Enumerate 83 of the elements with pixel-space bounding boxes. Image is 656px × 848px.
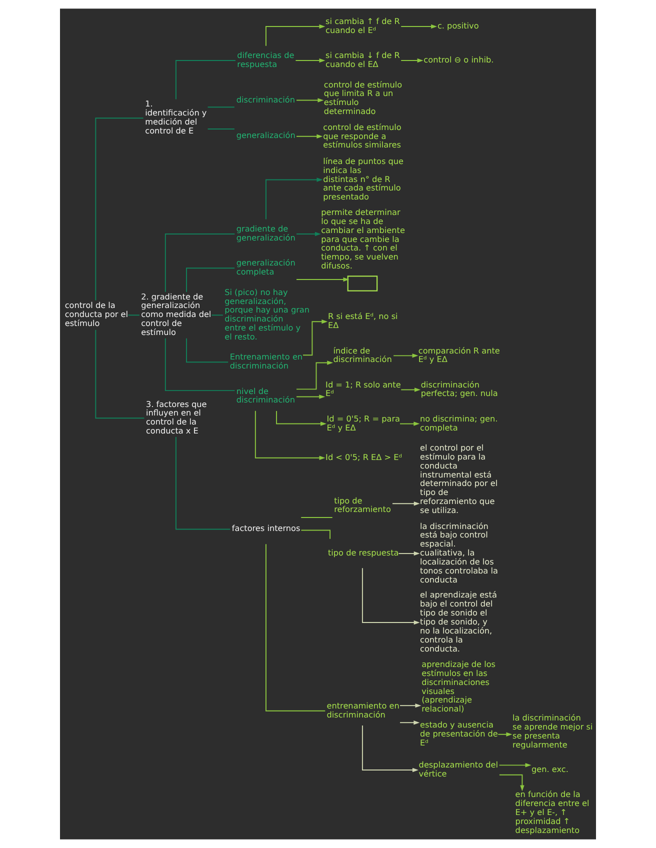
arrow [296,98,324,102]
node-text: Id < 0'5; R EΔ > Eᵈ [326,452,402,462]
arrow [265,24,326,46]
node-text: Entrenamiento en discriminación [230,352,303,371]
node-text: control ⊖ o inhib. [424,54,494,65]
node-text: control de estímulo que responde a estímulos similares [323,122,402,150]
node-text: si cambia ↓ f de R cuando el EΔ [326,50,400,70]
node-text: gradiente de generalización [236,224,296,243]
connector [186,268,236,292]
node-text: nivel de discriminación [236,386,296,405]
arrow [296,360,334,390]
connector [300,516,333,518]
node-text: Si (pico) no hay generalización, porque hay una gran discriminación entre el estímulo y el resto. [224,286,310,342]
node-text: factores internos [232,523,300,534]
connector [175,60,236,100]
node-text: el aprendizaje está bajo el control del tipo de sonido el tipo de sonido, y no la localización, controla la conducta. [420,590,497,654]
connector [175,436,231,530]
node-text: permite determinar lo que se ha de cambiar el ambiente para que cambie la conducta. ↑ con el tiempo, se vuelven difusos. [321,206,405,271]
connector [265,544,326,712]
arrow [398,551,420,556]
arrow [498,763,532,768]
arrow [296,394,326,399]
node-text: discriminación [236,94,296,104]
arrow [400,422,420,426]
arrow [302,320,328,356]
node-text: aprendizaje de los estímulos en las discriminaciones visuales (aprendizaje relacional) [422,659,496,714]
node-text: Id = 0'5; R = para Eᵈ y EΔ [326,413,400,432]
arrow [296,134,323,138]
node-text: en función de la diferencia entre el E+ y el E-, ↑ proximidad ↑ desplazamiento [515,789,590,835]
node-text: si cambia ↑ f de R cuando el Eᵈ [326,16,400,35]
node-text: generalización [236,130,296,140]
node-text: desplazamiento del vértice [418,760,498,779]
node-text: no discrimina; gen. completa [420,413,498,432]
arrow [393,354,418,358]
node-text: estado y ausencia de presentación de Eᵈ [420,719,498,748]
arrow [295,58,326,63]
arrow [296,232,321,236]
connector [211,314,224,316]
arrow [362,568,420,625]
connector [95,329,145,419]
connector [164,338,236,392]
node-text: generalización completa [236,258,296,277]
arrow [498,774,524,792]
node-text: comparación R ante Eᵈ y EΔ [418,345,500,364]
arrow [400,720,420,725]
node-text: gen. exc. [532,764,568,774]
arrow [400,58,424,63]
node-text: 1. identificación y medición del control de E [145,98,207,136]
arrow [296,277,350,282]
node-text: 2. gradiente de generalización como medida del control de estímulo [141,291,212,338]
node-text: tipo de respuesta [328,548,399,558]
arrow [254,410,326,460]
arrow [362,725,418,772]
node-text: la discriminación está bajo control espacial. cualitativa, la localización de los tonos controlaba la conducta [420,520,498,584]
node-text: índice de discriminación [333,345,392,364]
node-text: tipo de reforzamiento [334,495,391,514]
connector [300,530,331,540]
arrow [276,410,326,426]
node-text: entrenamiento en discriminación [326,700,400,720]
connector [128,314,140,316]
connector [207,106,235,108]
node-text: el control por el estímulo para la conducta instrumental está determinado por el tipo de reforzamiento que se utiliza. [420,442,498,515]
arrow [265,178,323,220]
node-box [347,276,378,292]
node-text: diferencias de respuesta [237,50,294,70]
node-text: discriminación perfecta; gen. nula [420,379,498,398]
node-text: control de estímulo que limita R a un estímulo determinado [324,79,402,116]
node-text: control de la conducta por el estímulo [64,300,128,328]
node-text: 3. factores que influyen en el control de la conducta x E [146,398,207,436]
arrow [400,24,438,29]
node-text: línea de puntos que indica las distintas n° de R ante cada estímulo presentado [323,156,404,202]
node-text: la discriminación se aprende mejor si se presenta regularmente [512,712,593,750]
connector [95,118,144,301]
node-text: c. positivo [437,20,479,30]
arrow [392,502,420,506]
arrow [400,388,421,392]
connector [164,234,236,292]
connector [186,338,229,363]
node-text: R si está Eᵈ, no si EΔ [328,311,398,330]
node-text: Id = 1; R solo ante Eᵈ [326,379,401,398]
connector [207,128,235,130]
arrow [498,732,512,736]
arrow [400,703,422,708]
